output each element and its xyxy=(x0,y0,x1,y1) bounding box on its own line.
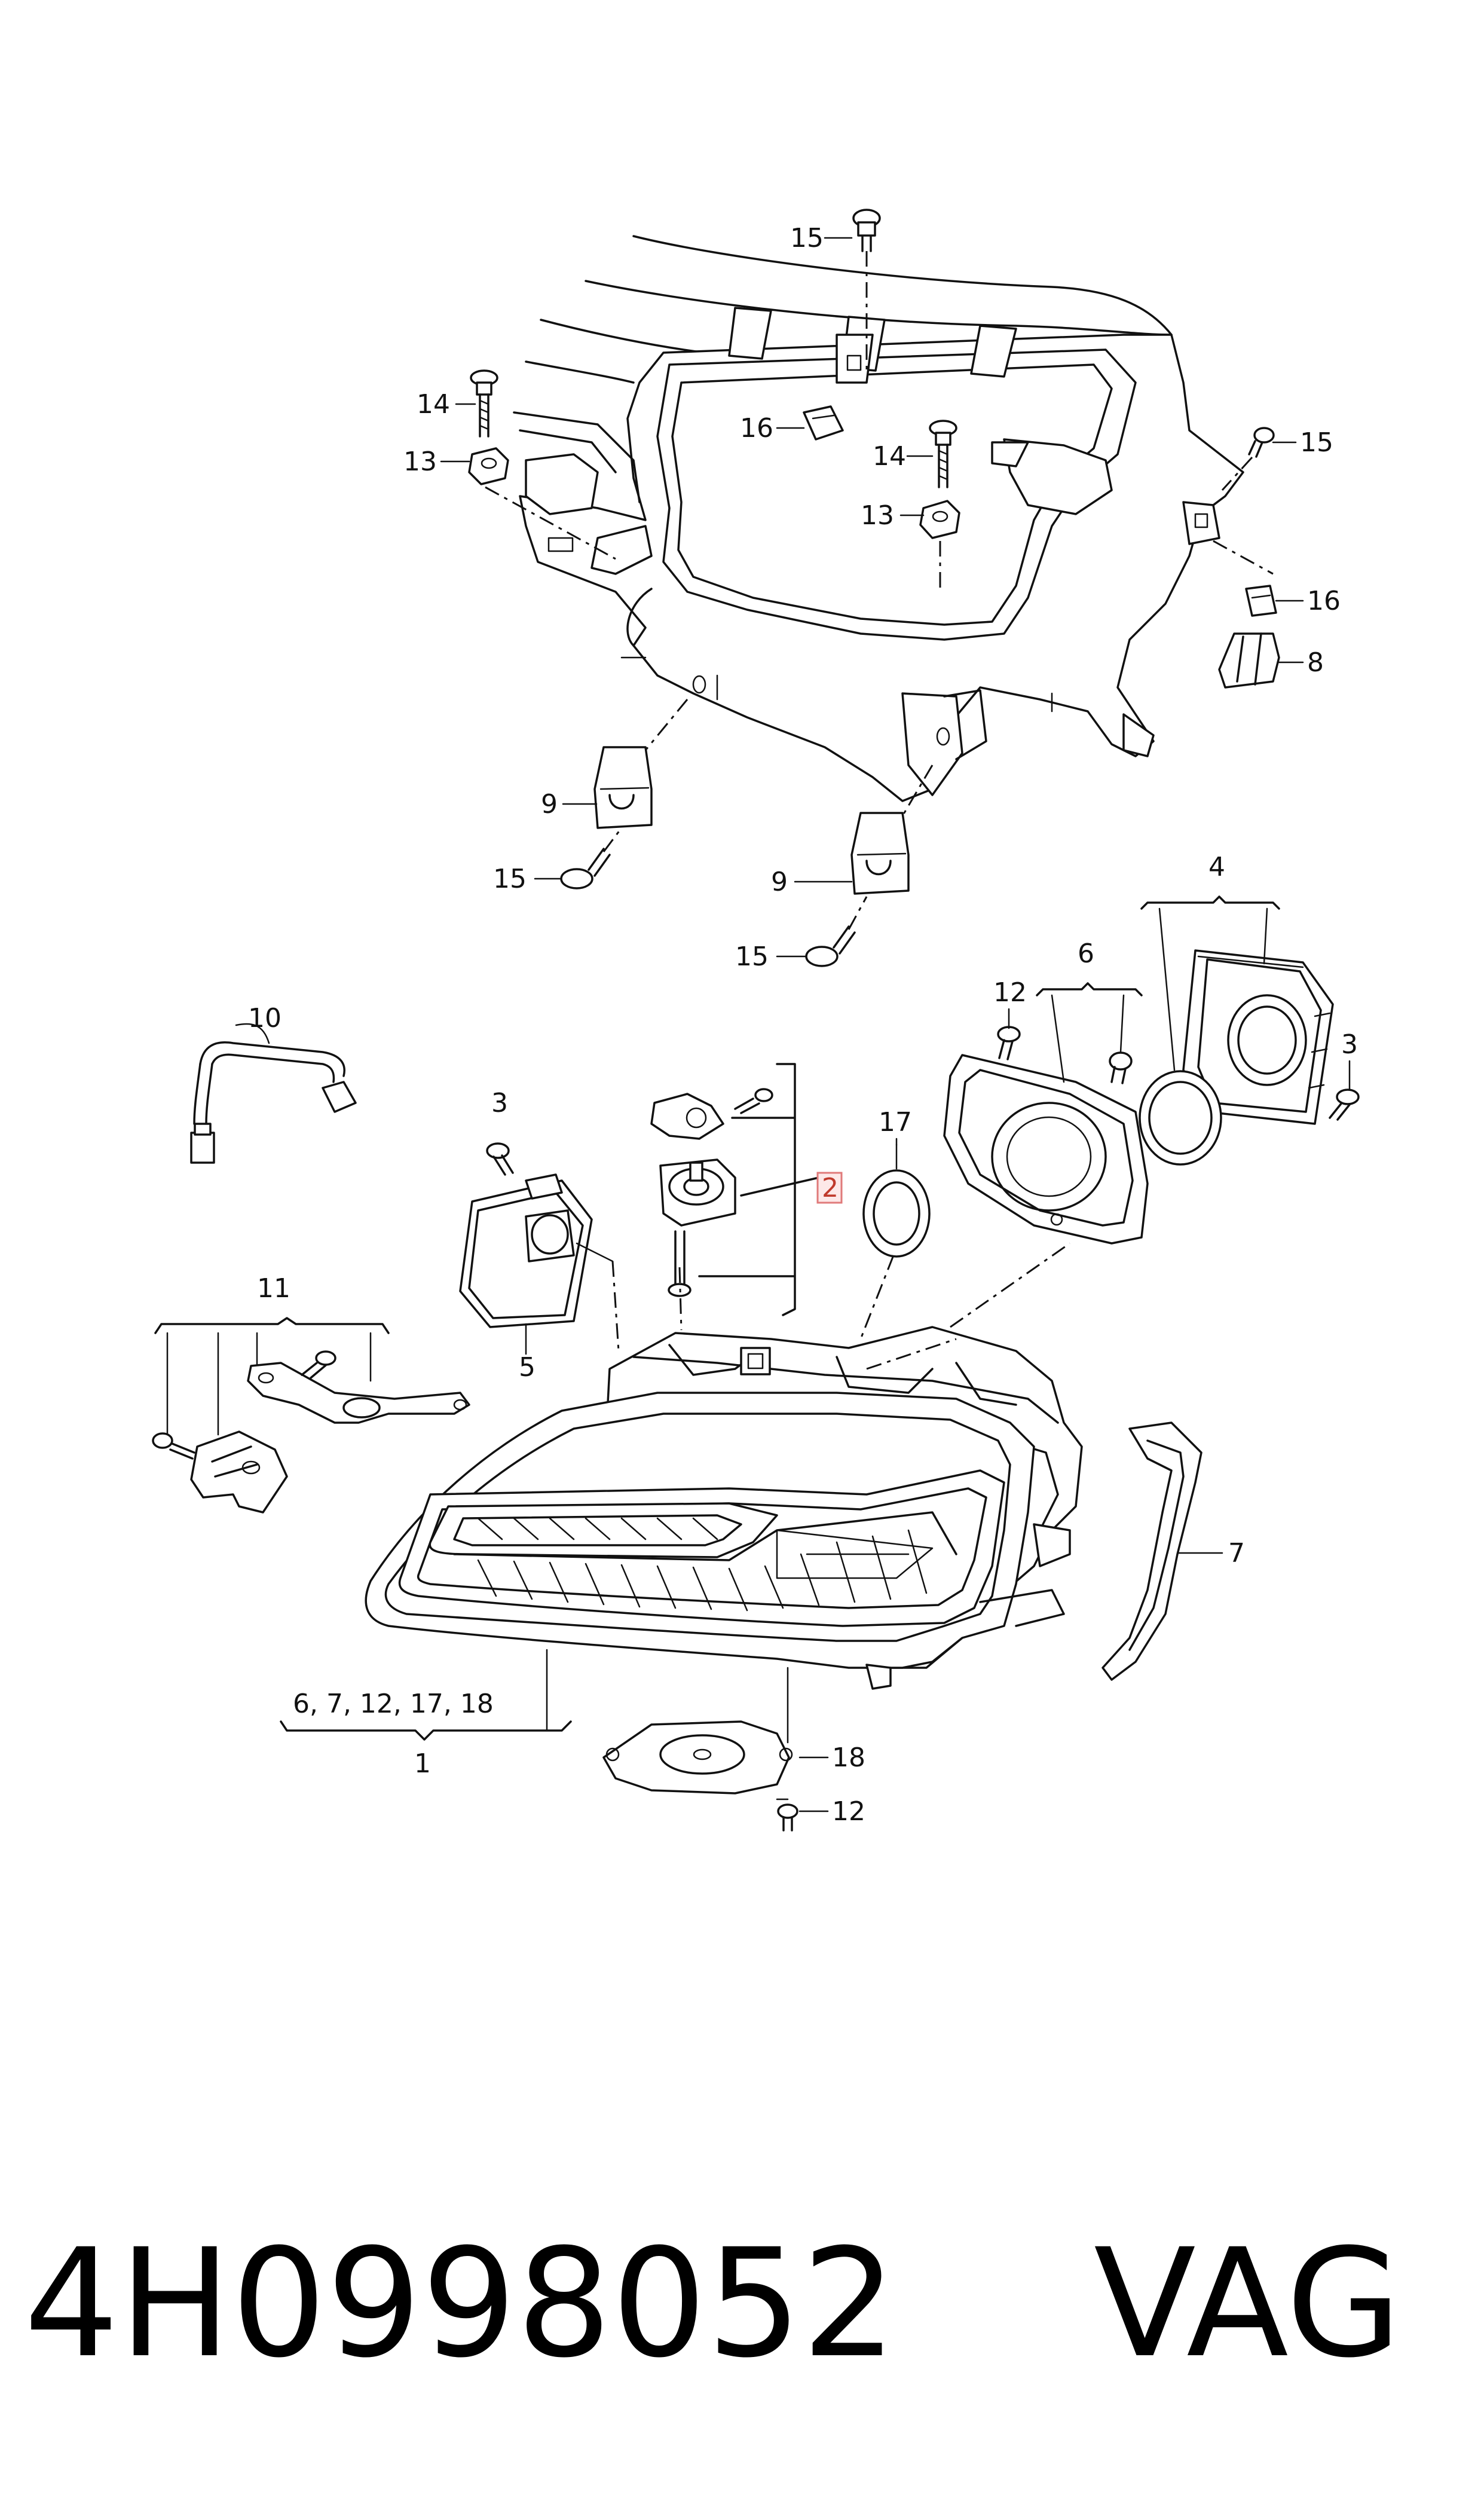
callout-12: 12 xyxy=(832,1796,865,1827)
callout-5: 5 xyxy=(519,1352,536,1383)
callout-2: 2 xyxy=(822,1173,839,1203)
seal-ring xyxy=(1139,1070,1222,1166)
callout-16: 16 xyxy=(1307,586,1341,616)
headlamp-housing-1 xyxy=(365,1326,1083,1690)
nut-13-middle xyxy=(919,500,960,589)
bracket-8 xyxy=(1218,632,1280,689)
headlight-carrier-bracket xyxy=(513,235,1244,802)
screw-3-right xyxy=(1329,1089,1360,1121)
callout-15: 15 xyxy=(790,223,824,253)
callout-1: 1 xyxy=(414,1748,431,1779)
callout-4: 4 xyxy=(1208,852,1225,882)
mounting-bracket-11 xyxy=(152,1317,470,1514)
callout-6: 6 xyxy=(1078,938,1094,969)
callout-9: 9 xyxy=(541,789,558,820)
screw-3-left xyxy=(486,1142,514,1176)
callout-9: 9 xyxy=(771,867,788,897)
part-number: 4H0998052 xyxy=(24,2217,896,2390)
screw-15-right xyxy=(1221,427,1275,491)
clip-9-left xyxy=(593,699,689,829)
callout-8: 8 xyxy=(1307,647,1324,678)
callout-1-group: 6, 7, 12, 17, 18 xyxy=(293,1689,494,1719)
control-unit-4 xyxy=(1182,949,1334,1125)
callout-labels: 15 14 16 13 14 13 15 16 8 9 15 9 15 4 6 … xyxy=(248,223,1358,1827)
bolt-14-left xyxy=(470,369,498,438)
callout-15: 15 xyxy=(1300,427,1333,458)
callout-10: 10 xyxy=(248,1003,281,1034)
callout-2-highlight xyxy=(816,1172,843,1204)
clip-16-upper xyxy=(803,405,844,441)
screw-15-top xyxy=(852,209,881,374)
wiring-harness-10 xyxy=(190,1041,357,1164)
callout-3: 3 xyxy=(1341,1029,1358,1060)
callout-11: 11 xyxy=(257,1273,290,1304)
callout-3: 3 xyxy=(491,1088,508,1118)
lens-frame-6 xyxy=(943,1054,1149,1245)
grommet-6 xyxy=(1109,1051,1133,1084)
clip-16-right xyxy=(1213,540,1277,617)
bolt-14-middle xyxy=(929,420,957,488)
leader-lines xyxy=(235,237,1351,1812)
callout-13: 13 xyxy=(861,500,894,531)
callout-15: 15 xyxy=(493,864,527,894)
callout-16: 16 xyxy=(740,413,773,444)
cap-17 xyxy=(859,1144,931,1340)
callout-13: 13 xyxy=(403,447,437,477)
screw-15-middle-lower xyxy=(805,896,868,967)
cover-18 xyxy=(602,1667,793,1794)
callout-12: 12 xyxy=(993,977,1027,1008)
callout-14: 14 xyxy=(873,441,906,472)
adjuster-motor-2 xyxy=(650,1063,820,1331)
ballast-5 xyxy=(459,1173,620,1352)
screw-12-upper xyxy=(997,1026,1021,1060)
callout-14: 14 xyxy=(417,389,450,420)
callout-18: 18 xyxy=(832,1742,865,1773)
callout-15: 15 xyxy=(735,941,769,972)
callout-17: 17 xyxy=(879,1107,912,1138)
screw-12-lower xyxy=(777,1803,798,1832)
clip-9-middle xyxy=(850,765,934,895)
callout-7: 7 xyxy=(1228,1538,1245,1569)
nut-13-left xyxy=(468,447,616,560)
brand-label: VAG xyxy=(1094,2217,1402,2390)
screw-15-left-lower xyxy=(560,827,623,889)
trim-strip-7 xyxy=(1101,1421,1203,1681)
